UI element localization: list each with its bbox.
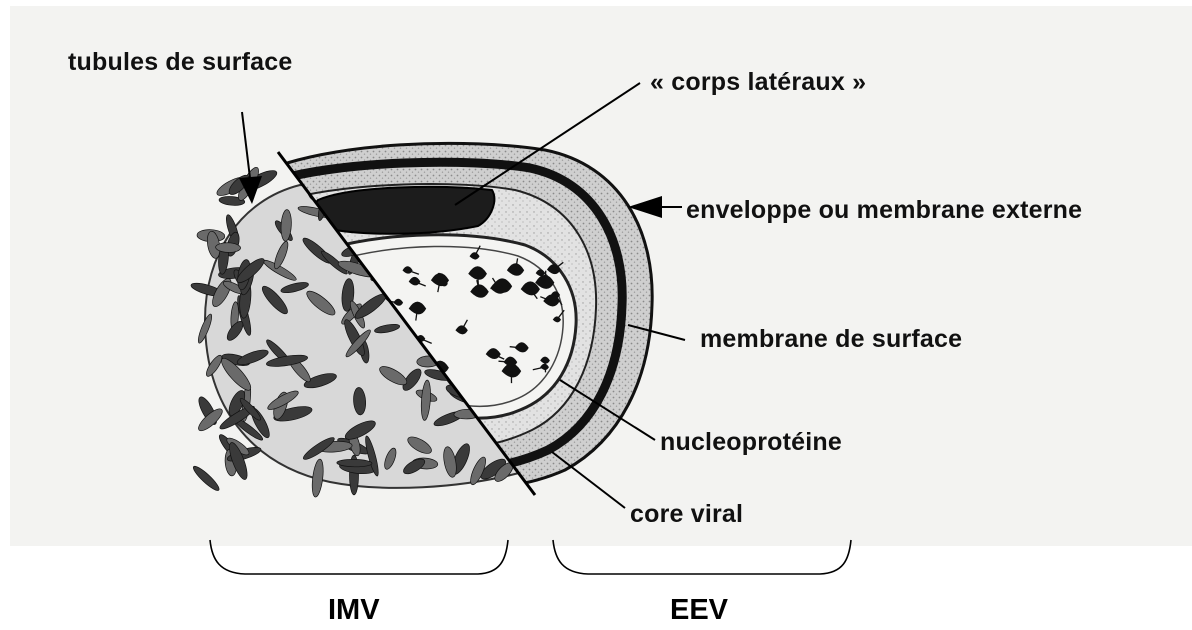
label-surface-tubules: tubules de surface — [68, 48, 293, 77]
label-envelope: enveloppe ou membrane externe — [686, 196, 1082, 225]
nucleoprotein-strand — [478, 274, 479, 286]
nucleoprotein-strand — [499, 361, 511, 362]
label-surface-membrane: membrane de surface — [700, 325, 962, 354]
group-label-imv: IMV — [328, 594, 380, 627]
label-viral-core: core viral — [630, 500, 743, 529]
label-lateral-bodies: « corps latéraux » — [650, 68, 866, 97]
lateral-body — [313, 187, 494, 234]
group-label-eev: EEV — [670, 594, 728, 627]
nucleoprotein-strand — [545, 361, 546, 373]
label-nucleoprotein: nucleoprotéine — [660, 428, 842, 457]
